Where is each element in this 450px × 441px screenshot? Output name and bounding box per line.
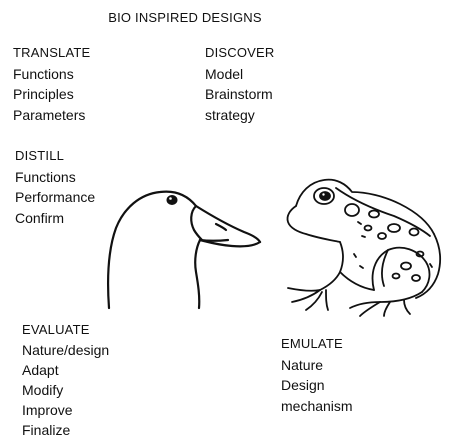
emulate-item: Nature — [281, 355, 353, 376]
discover-item: Brainstorm — [205, 84, 275, 105]
frog-illustration — [270, 170, 448, 320]
translate-item: Parameters — [13, 105, 90, 126]
diagram-title: BIO INSPIRED DESIGNS — [0, 10, 370, 25]
translate-item: Functions — [13, 64, 90, 85]
evaluate-item: Finalize — [22, 420, 109, 440]
evaluate-block: EVALUATE Nature/design Adapt Modify Impr… — [22, 320, 109, 440]
distill-heading: DISTILL — [15, 146, 95, 167]
discover-item: Model — [205, 64, 275, 85]
distill-item: Performance — [15, 187, 95, 208]
distill-item: Functions — [15, 167, 95, 188]
emulate-item: mechanism — [281, 396, 353, 417]
translate-item: Principles — [13, 84, 90, 105]
evaluate-item: Nature/design — [22, 340, 109, 360]
evaluate-item: Improve — [22, 400, 109, 420]
translate-heading: TRANSLATE — [13, 43, 90, 64]
distill-block: DISTILL Functions Performance Confirm — [15, 146, 95, 228]
evaluate-heading: EVALUATE — [22, 320, 109, 340]
distill-item: Confirm — [15, 208, 95, 229]
evaluate-item: Modify — [22, 380, 109, 400]
emulate-item: Design — [281, 375, 353, 396]
emulate-heading: EMULATE — [281, 334, 353, 355]
discover-heading: DISCOVER — [205, 43, 275, 64]
emulate-block: EMULATE Nature Design mechanism — [281, 334, 353, 416]
duck-head-illustration — [104, 180, 269, 310]
discover-item: strategy — [205, 105, 275, 126]
discover-block: DISCOVER Model Brainstorm strategy — [205, 43, 275, 125]
evaluate-item: Adapt — [22, 360, 109, 380]
translate-block: TRANSLATE Functions Principles Parameter… — [13, 43, 90, 125]
